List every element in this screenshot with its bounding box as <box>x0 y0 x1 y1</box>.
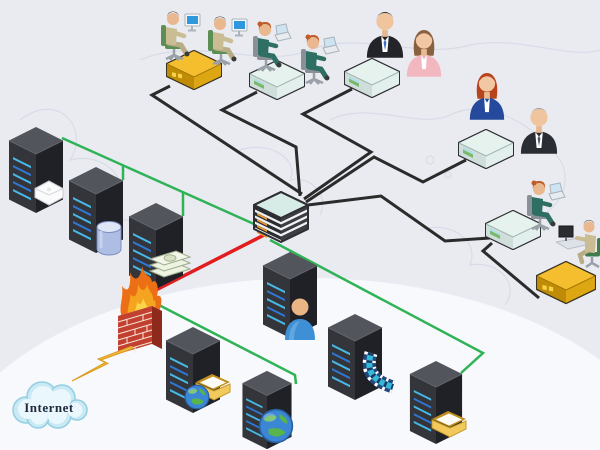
link-switch-yellow-top-to-core <box>149 84 303 196</box>
globe-small-icon <box>184 384 210 410</box>
database-cylinder-icon <box>96 220 122 256</box>
link-core-to-folder-server <box>269 238 486 374</box>
globe-icon <box>258 408 294 444</box>
link-left-servers-bus <box>61 136 255 226</box>
network-links-layer <box>61 84 540 385</box>
link-firewall-to-globe-server <box>156 302 298 385</box>
link-switch-white-2-to-core <box>299 87 374 201</box>
link-switch-white-4-to-switch-yellow-right <box>480 241 540 300</box>
internet-cloud-label: Internet <box>24 400 74 415</box>
link-switch-white-3-to-core <box>305 155 467 204</box>
link-firewall-to-core <box>153 231 269 293</box>
server-finance <box>128 202 184 290</box>
link-switch-white-1-to-core <box>218 90 302 197</box>
link-core-to-switch-white-4 <box>307 194 491 243</box>
